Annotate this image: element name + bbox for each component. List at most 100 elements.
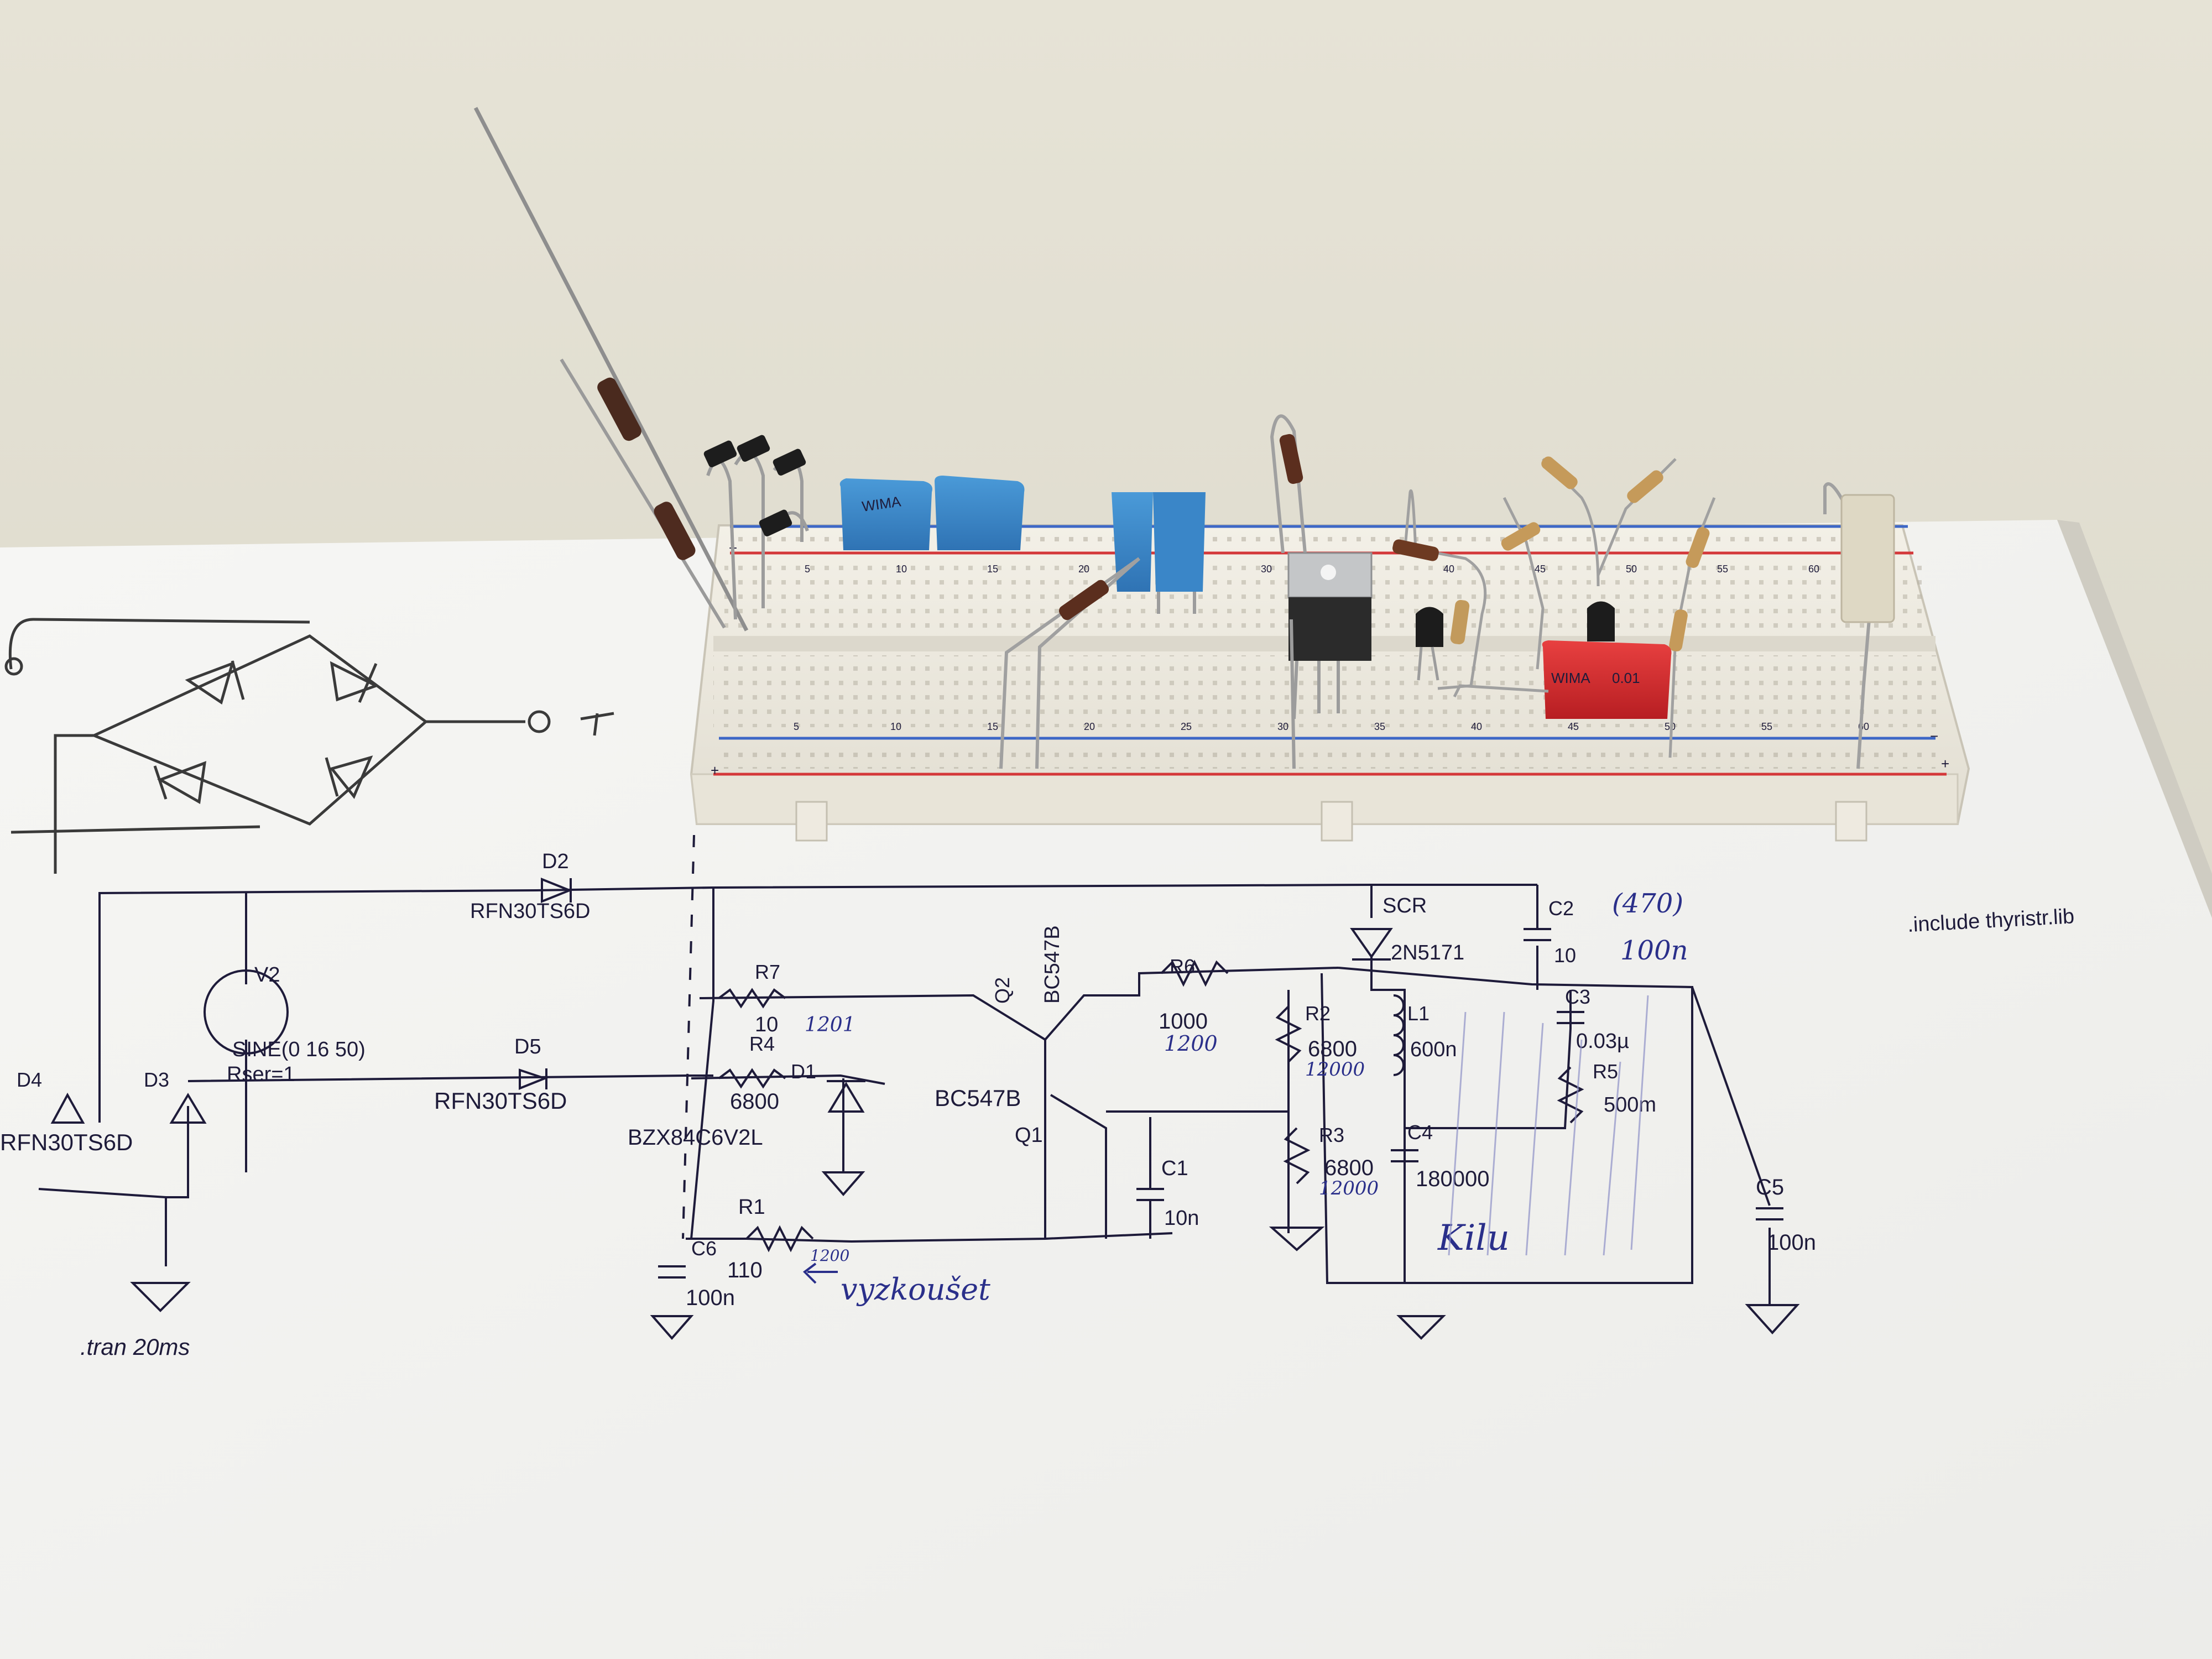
capacitor-body (935, 476, 1025, 550)
label-tran: .tran 20ms (80, 1334, 190, 1360)
label-c6-value: 100n (686, 1286, 735, 1310)
label-q2: Q2 (991, 977, 1014, 1004)
label-r1: R1 (738, 1196, 765, 1219)
bridge-diodes (703, 435, 809, 620)
wire-mid-left (690, 888, 714, 1239)
scr-package (1287, 552, 1373, 769)
resistor-vertical (1270, 414, 1307, 554)
label-r2: R2 (1305, 1002, 1331, 1025)
ground-symbol (1745, 1304, 1800, 1334)
capacitor-body (1153, 492, 1206, 592)
transistor-body (1587, 601, 1615, 641)
wima-capacitor-blue: WIMA (839, 478, 932, 550)
capacitor-value: 0.01 (1612, 670, 1640, 686)
resistor-body (1686, 527, 1710, 568)
paper-shadow (2057, 520, 2212, 918)
transistor-to92 (1416, 607, 1443, 681)
rail-minus-mark: − (1930, 728, 1938, 744)
capacitor-body (1112, 492, 1153, 592)
label-r6-value: 1000 (1159, 1009, 1208, 1034)
wire-c5 (1691, 987, 1771, 1305)
scr-symbol (1350, 928, 1393, 961)
loose-diode-lead-assembly (473, 107, 749, 632)
diode-body (597, 377, 641, 441)
resistor-body (1627, 470, 1663, 503)
ground-symbol (650, 1315, 694, 1340)
row-number-bottom: 55 (1761, 721, 1772, 732)
note-c4: Kilu (1437, 1218, 1510, 1259)
sketch-terminal (528, 710, 551, 733)
diode-symbol-d4 (50, 1092, 85, 1124)
capacitor-body (839, 478, 932, 550)
resistor-body (1279, 434, 1303, 484)
v2-source (204, 969, 289, 1055)
resistor-group-right (1392, 456, 1716, 758)
transistor-leg (1417, 646, 1423, 681)
resistor-symbol-r3 (1283, 1127, 1311, 1185)
row-number-bottom: 10 (890, 721, 901, 732)
label-c4: C4 (1407, 1121, 1433, 1144)
bridge-rectifier-sketch (4, 618, 614, 874)
row-number-top: 15 (987, 564, 998, 575)
resistor-symbol-r4 (718, 1068, 786, 1089)
capacitor-symbol-c2 (1524, 928, 1551, 941)
resistor-body (1501, 522, 1541, 551)
label-r7-value: 10 (755, 1013, 778, 1036)
diode-symbol-d5 (519, 1068, 548, 1090)
row-number-top: 20 (1078, 564, 1089, 575)
capacitor-symbol-c3 (1557, 1011, 1584, 1024)
label-q1-part: BC547B (935, 1085, 1021, 1111)
black-diode (773, 448, 806, 476)
label-r6: R6 (1170, 955, 1195, 978)
sketch-diode (325, 755, 373, 799)
note-r1-arrow: vyzkoušet (841, 1272, 990, 1307)
row-number-top: 60 (1808, 564, 1819, 575)
label-d4: D4 (17, 1068, 42, 1091)
wire-r1 (686, 1232, 1173, 1243)
label-r4: R4 (749, 1032, 775, 1055)
label-q1: Q1 (1015, 1124, 1043, 1147)
wire-r4 (691, 1074, 885, 1085)
label-v2-source: SINE(0 16 50) (232, 1038, 366, 1061)
transistor-to92 (1587, 601, 1615, 641)
resistor-body (1058, 580, 1109, 620)
schematic-labels: D2 RFN30TS6D V2 SINE(0 16 50) Rser=1 D5 … (0, 850, 2075, 1360)
resistor-body (1669, 609, 1688, 651)
wire-q1 (1044, 1040, 1288, 1239)
note-c2: (470) (1612, 888, 1683, 919)
resistor-lead (1668, 497, 1716, 758)
transistor-body (1416, 607, 1443, 647)
resistor-lead (1856, 619, 1871, 769)
capacitor-lead (1453, 684, 1549, 698)
sketch-wire (11, 825, 260, 834)
label-c4-value: 180000 (1416, 1167, 1489, 1191)
row-number-top: 50 (1626, 564, 1637, 575)
inductor-symbol-l1 (1393, 994, 1405, 1076)
handwritten-notes: 1201 1200 12000 12000 1200 (470) 100n Ki… (802, 888, 1688, 1307)
sketch-wire (54, 734, 94, 874)
scr-wire (1290, 619, 1296, 769)
diode-symbol-d2 (541, 878, 573, 903)
ground-symbol (1396, 1315, 1446, 1340)
resistor-lead (1393, 543, 1487, 690)
label-r1-value: 110 (727, 1258, 763, 1282)
label-r7: R7 (755, 961, 780, 983)
capacitor-symbol-c6 (658, 1265, 686, 1279)
note-c2-value: 100n (1620, 935, 1688, 966)
resistor-lead (1270, 414, 1307, 554)
resistor-angled (999, 557, 1140, 769)
row-number-bottom: 45 (1568, 721, 1579, 732)
resistor-symbol-r2 (1275, 1005, 1302, 1063)
wire-left-bottom (38, 1106, 189, 1266)
diode-lead (560, 358, 726, 629)
row-number-bottom: 25 (1181, 721, 1192, 732)
diode-symbol-d3 (169, 1093, 207, 1124)
row-number-top: 10 (896, 564, 907, 575)
row-number-bottom: 40 (1471, 721, 1482, 732)
label-r4-value: 6800 (730, 1089, 779, 1114)
row-number-top: 30 (1261, 564, 1272, 575)
resistor-body (1541, 456, 1578, 489)
resistor-symbol-r6 (1160, 959, 1229, 987)
sketch-diode (153, 761, 207, 804)
